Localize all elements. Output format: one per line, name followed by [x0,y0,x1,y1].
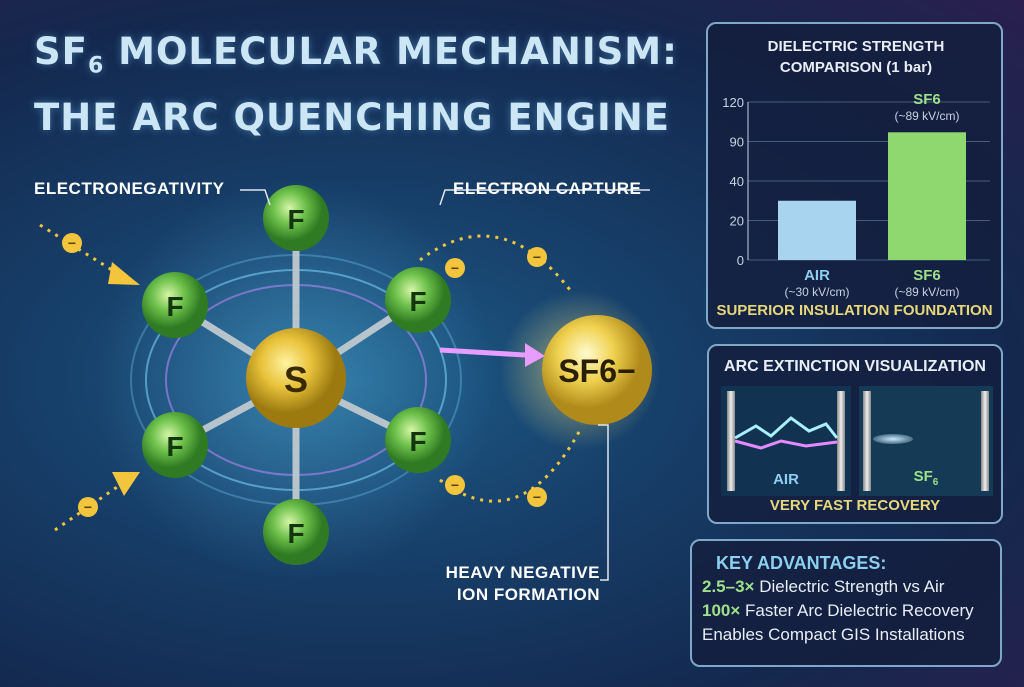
sf6-ion: SF6− [542,315,652,425]
svg-text:F: F [409,286,426,317]
fluorine-atom: F [385,267,451,333]
y-tick-label: 90 [730,135,744,150]
bar-air [778,200,856,260]
arc-air-view: AIR [721,386,851,496]
bar-top-note: (~89 kV/cm) [894,109,959,123]
flow-arrow-head [525,343,545,367]
svg-text:S: S [284,359,308,400]
electron-icon: − [445,475,465,495]
y-tick-label: 20 [730,214,744,229]
electrode [837,391,845,491]
sf6-ion-label: SF6− [558,353,635,389]
category-note: (~30 kV/cm) [784,285,849,299]
svg-text:F: F [287,518,304,549]
capture-arrow [419,234,572,291]
arrow-head [108,262,140,285]
dielectric-chart-panel: DIELECTRIC STRENGTH COMPARISON (1 bar) 0… [706,22,1003,329]
fluorine-atom: F [142,272,208,338]
advantages-title: KEY ADVANTAGES: [716,553,887,573]
flow-arrow [439,347,526,358]
advantage-item: Enables Compact GIS Installations [702,625,965,644]
arc-footer: VERY FAST RECOVERY [769,497,941,514]
label-electron-capture: ELECTRON CAPTURE [453,179,642,198]
arc-air-label: AIR [773,471,799,488]
svg-text:−: − [533,249,541,265]
key-advantages-panel: KEY ADVANTAGES: 2.5–3× Dielectric Streng… [690,539,1002,667]
arc-remnant [873,434,913,444]
y-tick-label: 40 [730,174,744,189]
electrode [981,391,989,491]
title-line-2: THE ARC QUENCHING ENGINE [34,96,670,140]
arc-sf6-view: SF6 [859,386,993,496]
incoming-electron-trail [54,483,121,532]
svg-text:−: − [451,260,459,276]
svg-text:−: − [533,489,541,505]
label-electronegativity: ELECTRONEGATIVITY [34,179,225,198]
y-tick-label: 0 [737,253,744,268]
molecule-diagram: − − − − − − S F F F F F F SF6− [39,180,660,581]
sulfur-atom: S [246,328,346,428]
svg-text:F: F [166,431,183,462]
arc-extinction-panel: ARC EXTINCTION VISUALIZATION AIR SF6 VER… [707,344,1003,524]
advantage-item: 100× Faster Arc Dielectric Recovery [702,601,974,620]
svg-text:−: − [68,235,76,251]
category-label: AIR [804,267,830,284]
electron-icon: − [527,487,547,507]
bar-top-label: SF6 [913,91,941,108]
electron-icon: − [78,497,98,517]
chart-title: DIELECTRIC STRENGTH COMPARISON (1 bar) [767,38,945,76]
category-label: SF6 [913,267,941,284]
arc-title: ARC EXTINCTION VISUALIZATION [724,358,986,375]
category-note: (~89 kV/cm) [894,285,959,299]
callout-lines [240,189,650,581]
svg-text:−: − [451,477,459,493]
electron-icon: − [527,247,547,267]
electrode [863,391,871,491]
svg-text:−: − [84,499,92,515]
arc-sf6-label: SF6 [913,468,939,488]
incoming-electron-trail [39,223,121,277]
chart-footer: SUPERIOR INSULATION FOUNDATION [716,302,993,319]
electron-icon: − [62,233,82,253]
fluorine-atom: F [263,499,329,565]
svg-text:F: F [287,204,304,235]
fluorine-atom: F [142,412,208,478]
svg-text:F: F [409,426,426,457]
page-title: SF6 MOLECULAR MECHANISM: THE ARC QUENCHI… [34,26,678,144]
advantage-item: 2.5–3× Dielectric Strength vs Air [702,577,945,596]
arc-lightning [734,416,839,450]
fluorine-atom: F [263,185,329,251]
bar-sf6 [888,132,966,260]
svg-text:F: F [166,291,183,322]
electrode [727,391,735,491]
fluorine-atom: F [385,407,451,473]
title-line-1: SF6 MOLECULAR MECHANISM: [34,30,678,79]
arrow-head [112,472,140,496]
y-tick-label: 120 [722,95,744,110]
electrons: − − − − − − [62,233,547,517]
electron-icon: − [445,258,465,278]
